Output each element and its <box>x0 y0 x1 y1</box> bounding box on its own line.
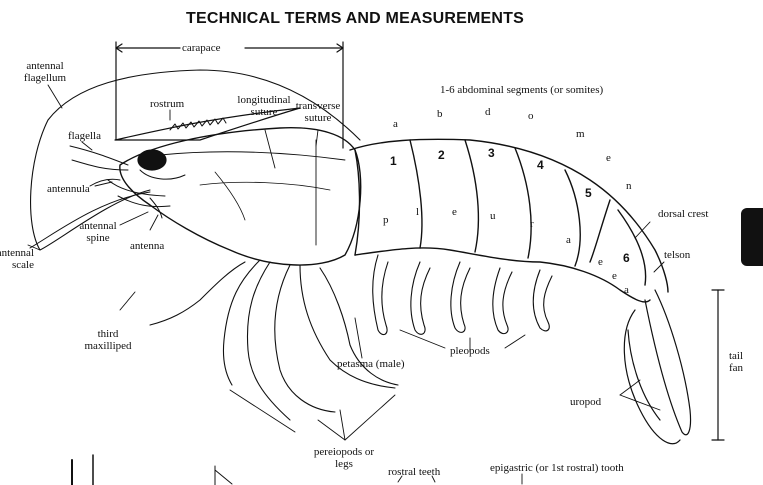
pleopods <box>373 255 552 335</box>
segment-number: 4 <box>537 158 544 172</box>
pleuron-letter: e <box>452 206 457 218</box>
uropod-letter: e <box>612 270 617 282</box>
abdomen-letter: o <box>528 110 534 122</box>
rostral-teeth-label: rostral teeth <box>388 466 440 478</box>
abdomen-letter: d <box>485 106 491 118</box>
epigastric-tooth-label: epigastric (or 1st rostral) tooth <box>490 462 624 474</box>
antennal-spine-label: antennal spine <box>70 220 126 244</box>
tail-fan-label: tail fan <box>720 350 752 374</box>
tail-fan <box>624 290 690 444</box>
carapace-label: carapace <box>182 42 220 54</box>
transverse-suture-label: transverse suture <box>290 100 346 124</box>
eye <box>138 150 166 170</box>
antennal-flagellum-label: antennal flagellum <box>18 60 72 84</box>
abdomen-letter: n <box>626 180 632 192</box>
abdomen-letter: e <box>606 152 611 164</box>
uropod-label: uropod <box>570 396 601 408</box>
pleuron-letter: l <box>416 206 419 218</box>
segment-number: 2 <box>438 148 445 162</box>
third-maxilliped-label: third maxilliped <box>78 328 138 352</box>
pereiopods-label: pereiopods or legs <box>306 446 382 470</box>
abdomen-letter: b <box>437 108 443 120</box>
segment-number: 3 <box>488 146 495 160</box>
pleuron-letter: p <box>383 214 389 226</box>
pleuron-letter: a <box>566 234 571 246</box>
uropod-letter: a <box>624 284 629 296</box>
segment-number: 5 <box>585 186 592 200</box>
segment-number: 6 <box>623 251 630 265</box>
abdomen-letter: m <box>576 128 585 140</box>
pleuron-letter: r <box>530 218 534 230</box>
leader-lines <box>28 85 664 484</box>
dorsal-crest-label: dorsal crest <box>658 208 708 220</box>
petasma-label: petasma (male) <box>337 358 405 370</box>
pereiopods <box>150 260 398 420</box>
antenna-label: antenna <box>130 240 164 252</box>
section-tab <box>741 208 763 266</box>
flagella-label: flagella <box>68 130 101 142</box>
uropod-letter: e <box>598 256 603 268</box>
abdomen-letter: a <box>393 118 398 130</box>
pleuron-letter: u <box>490 210 496 222</box>
antennula-label: antennula <box>47 183 90 195</box>
pleopods-label: pleopods <box>450 345 490 357</box>
antennal-scale-label: antennal scale <box>0 247 34 271</box>
abdominal-segments-label: 1-6 abdominal segments (or somites) <box>440 84 603 96</box>
segment-number: 1 <box>390 154 397 168</box>
page-title: TECHNICAL TERMS AND MEASUREMENTS <box>186 10 524 28</box>
rostrum-label: rostrum <box>150 98 184 110</box>
telson-label: telson <box>664 249 690 261</box>
